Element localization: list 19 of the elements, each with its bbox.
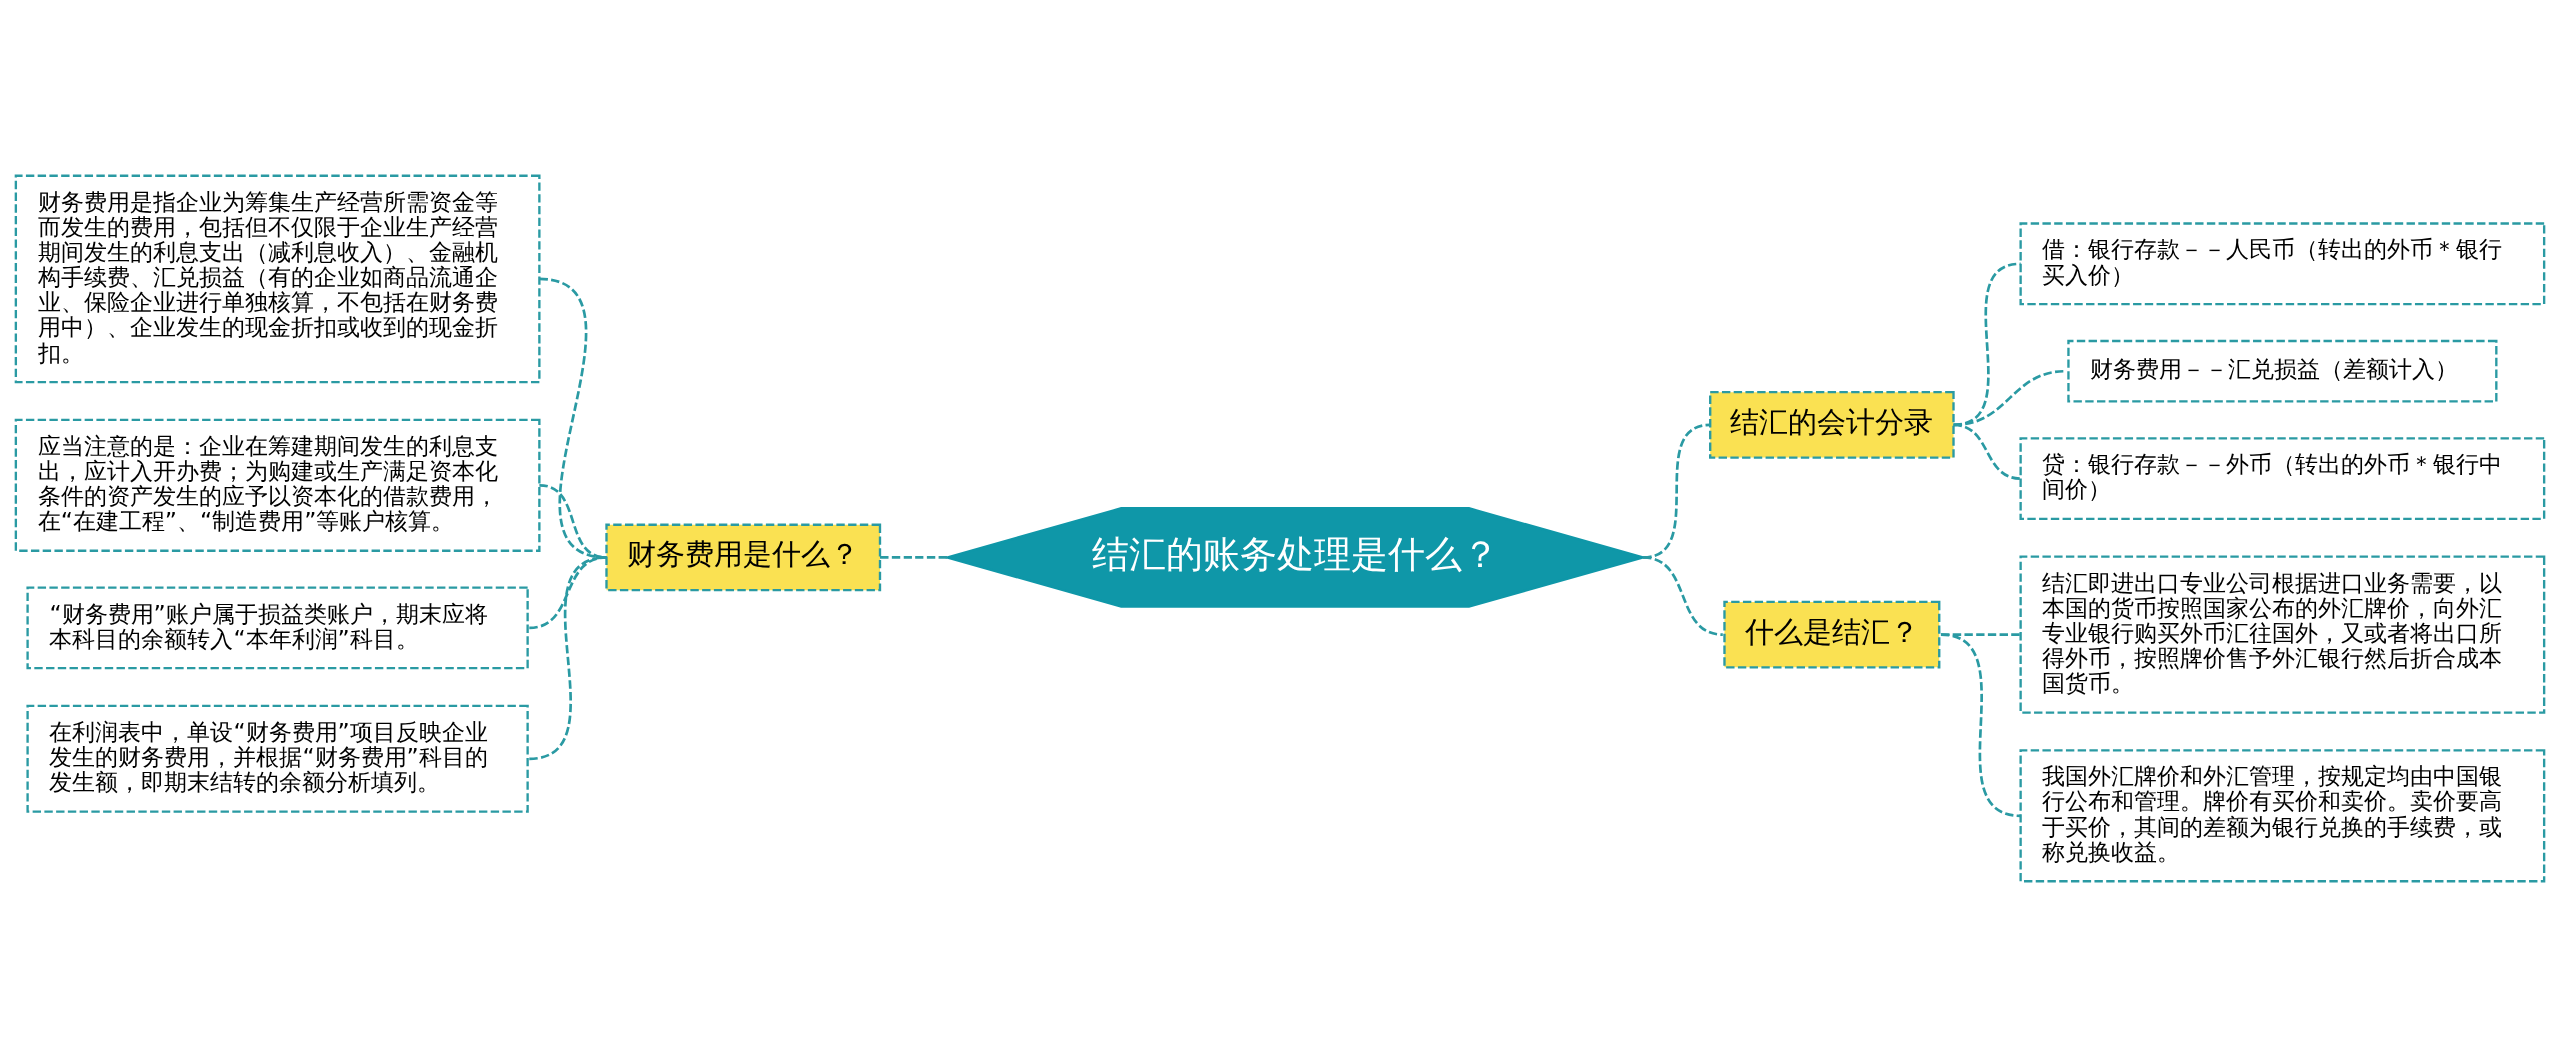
- node-box: 在利润表中，单设“财务费用”项目反映企业发生的财务费用，并根据“财务费用”科目的发生额，即期末结转的余额分析填列。: [26, 704, 529, 813]
- connector: [1940, 633, 2021, 818]
- node-box: 什么是结汇？: [1723, 600, 1941, 669]
- node-box: 我国外汇牌价和外汇管理，按规定均由中国银行公布和管理。牌价有买价和卖价。卖价要高于买价，其间的差额为银行兑换的手续费，或称兑换收益。: [2019, 749, 2546, 883]
- node-box: 应当注意的是：企业在筹建期间发生的利息支出，应计入开办费；为购建或生产满足资本化条件的资产发生的应予以资本化的借款费用，在“在建工程”、“制造费用”等账户核算。: [14, 418, 541, 552]
- connector: [529, 556, 607, 761]
- connector: [1642, 556, 1723, 636]
- connector: [1953, 423, 2021, 480]
- node-box: 结汇的会计分录: [1709, 391, 1955, 459]
- node-box: 财务费用是什么？: [605, 523, 882, 592]
- node-box: 财务费用是指企业为筹集生产经营所需资金等而发生的费用，包括但不仅限于企业生产经营期间发生的利息支出（减利息收入）、金融机构手续费、汇兑损益（有的企业如商品流通企业、保险企业进行单独核算，不包括在财务费用中）、企业发生的现金折扣或收到的现金折扣。: [14, 174, 541, 384]
- node-box: 财务费用－－汇兑损益（差额计入）: [2067, 339, 2498, 403]
- node-box: 借：银行存款－－人民币（转出的外币＊银行买入价）: [2019, 222, 2546, 306]
- connector: [880, 556, 948, 559]
- connector: [1953, 262, 2021, 427]
- connector: [529, 556, 607, 630]
- node-box: “财务费用”账户属于损益类账户，期末应将本科目的余额转入“本年利润”科目。: [26, 586, 529, 670]
- node-box: 结汇即进出口专业公司根据进口业务需要，以本国的货币按照国家公布的外汇牌价，向外汇专业银行购买外币汇往国外，又或者将出口所得外币，按照牌价售予外汇银行然后折合成本国货币。: [2019, 555, 2546, 714]
- node-box: 贷：银行存款－－外币（转出的外币＊银行中间价）: [2019, 437, 2546, 521]
